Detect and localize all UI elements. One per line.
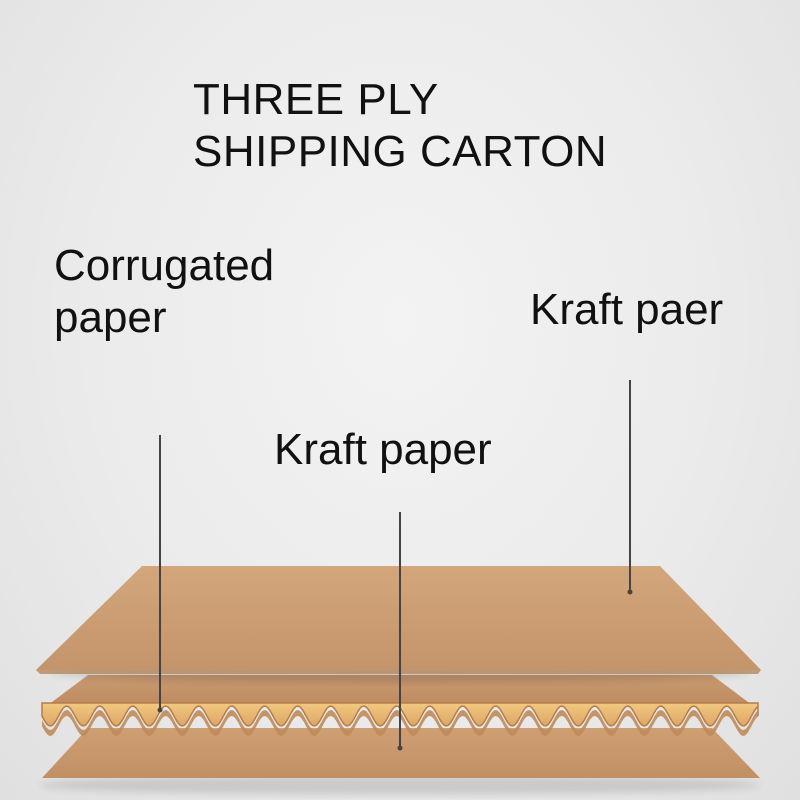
label-kraft-bottom: Kraft paper <box>274 425 492 474</box>
title-line-2: SHIPPING CARTON <box>193 127 608 176</box>
diagram-title: THREE PLY SHIPPING CARTON <box>193 74 607 178</box>
label-corrugated-line-2: paper <box>54 293 167 342</box>
label-corrugated-paper: Corrugated paper <box>54 240 274 344</box>
bottom-kraft-layer <box>40 728 760 795</box>
pointer-dot-kraft-bottom <box>397 745 403 751</box>
top-kraft-layer <box>36 566 761 682</box>
corrugated-flute-underside <box>42 710 758 736</box>
label-corrugated-line-1: Corrugated <box>54 241 275 290</box>
pointer-dot-corrugated <box>157 707 163 713</box>
title-line-1: THREE PLY <box>193 75 439 124</box>
pointer-lines <box>157 380 633 751</box>
label-kraft-top: Kraft paer <box>530 285 724 334</box>
pointer-dot-kraft-top <box>627 589 633 595</box>
